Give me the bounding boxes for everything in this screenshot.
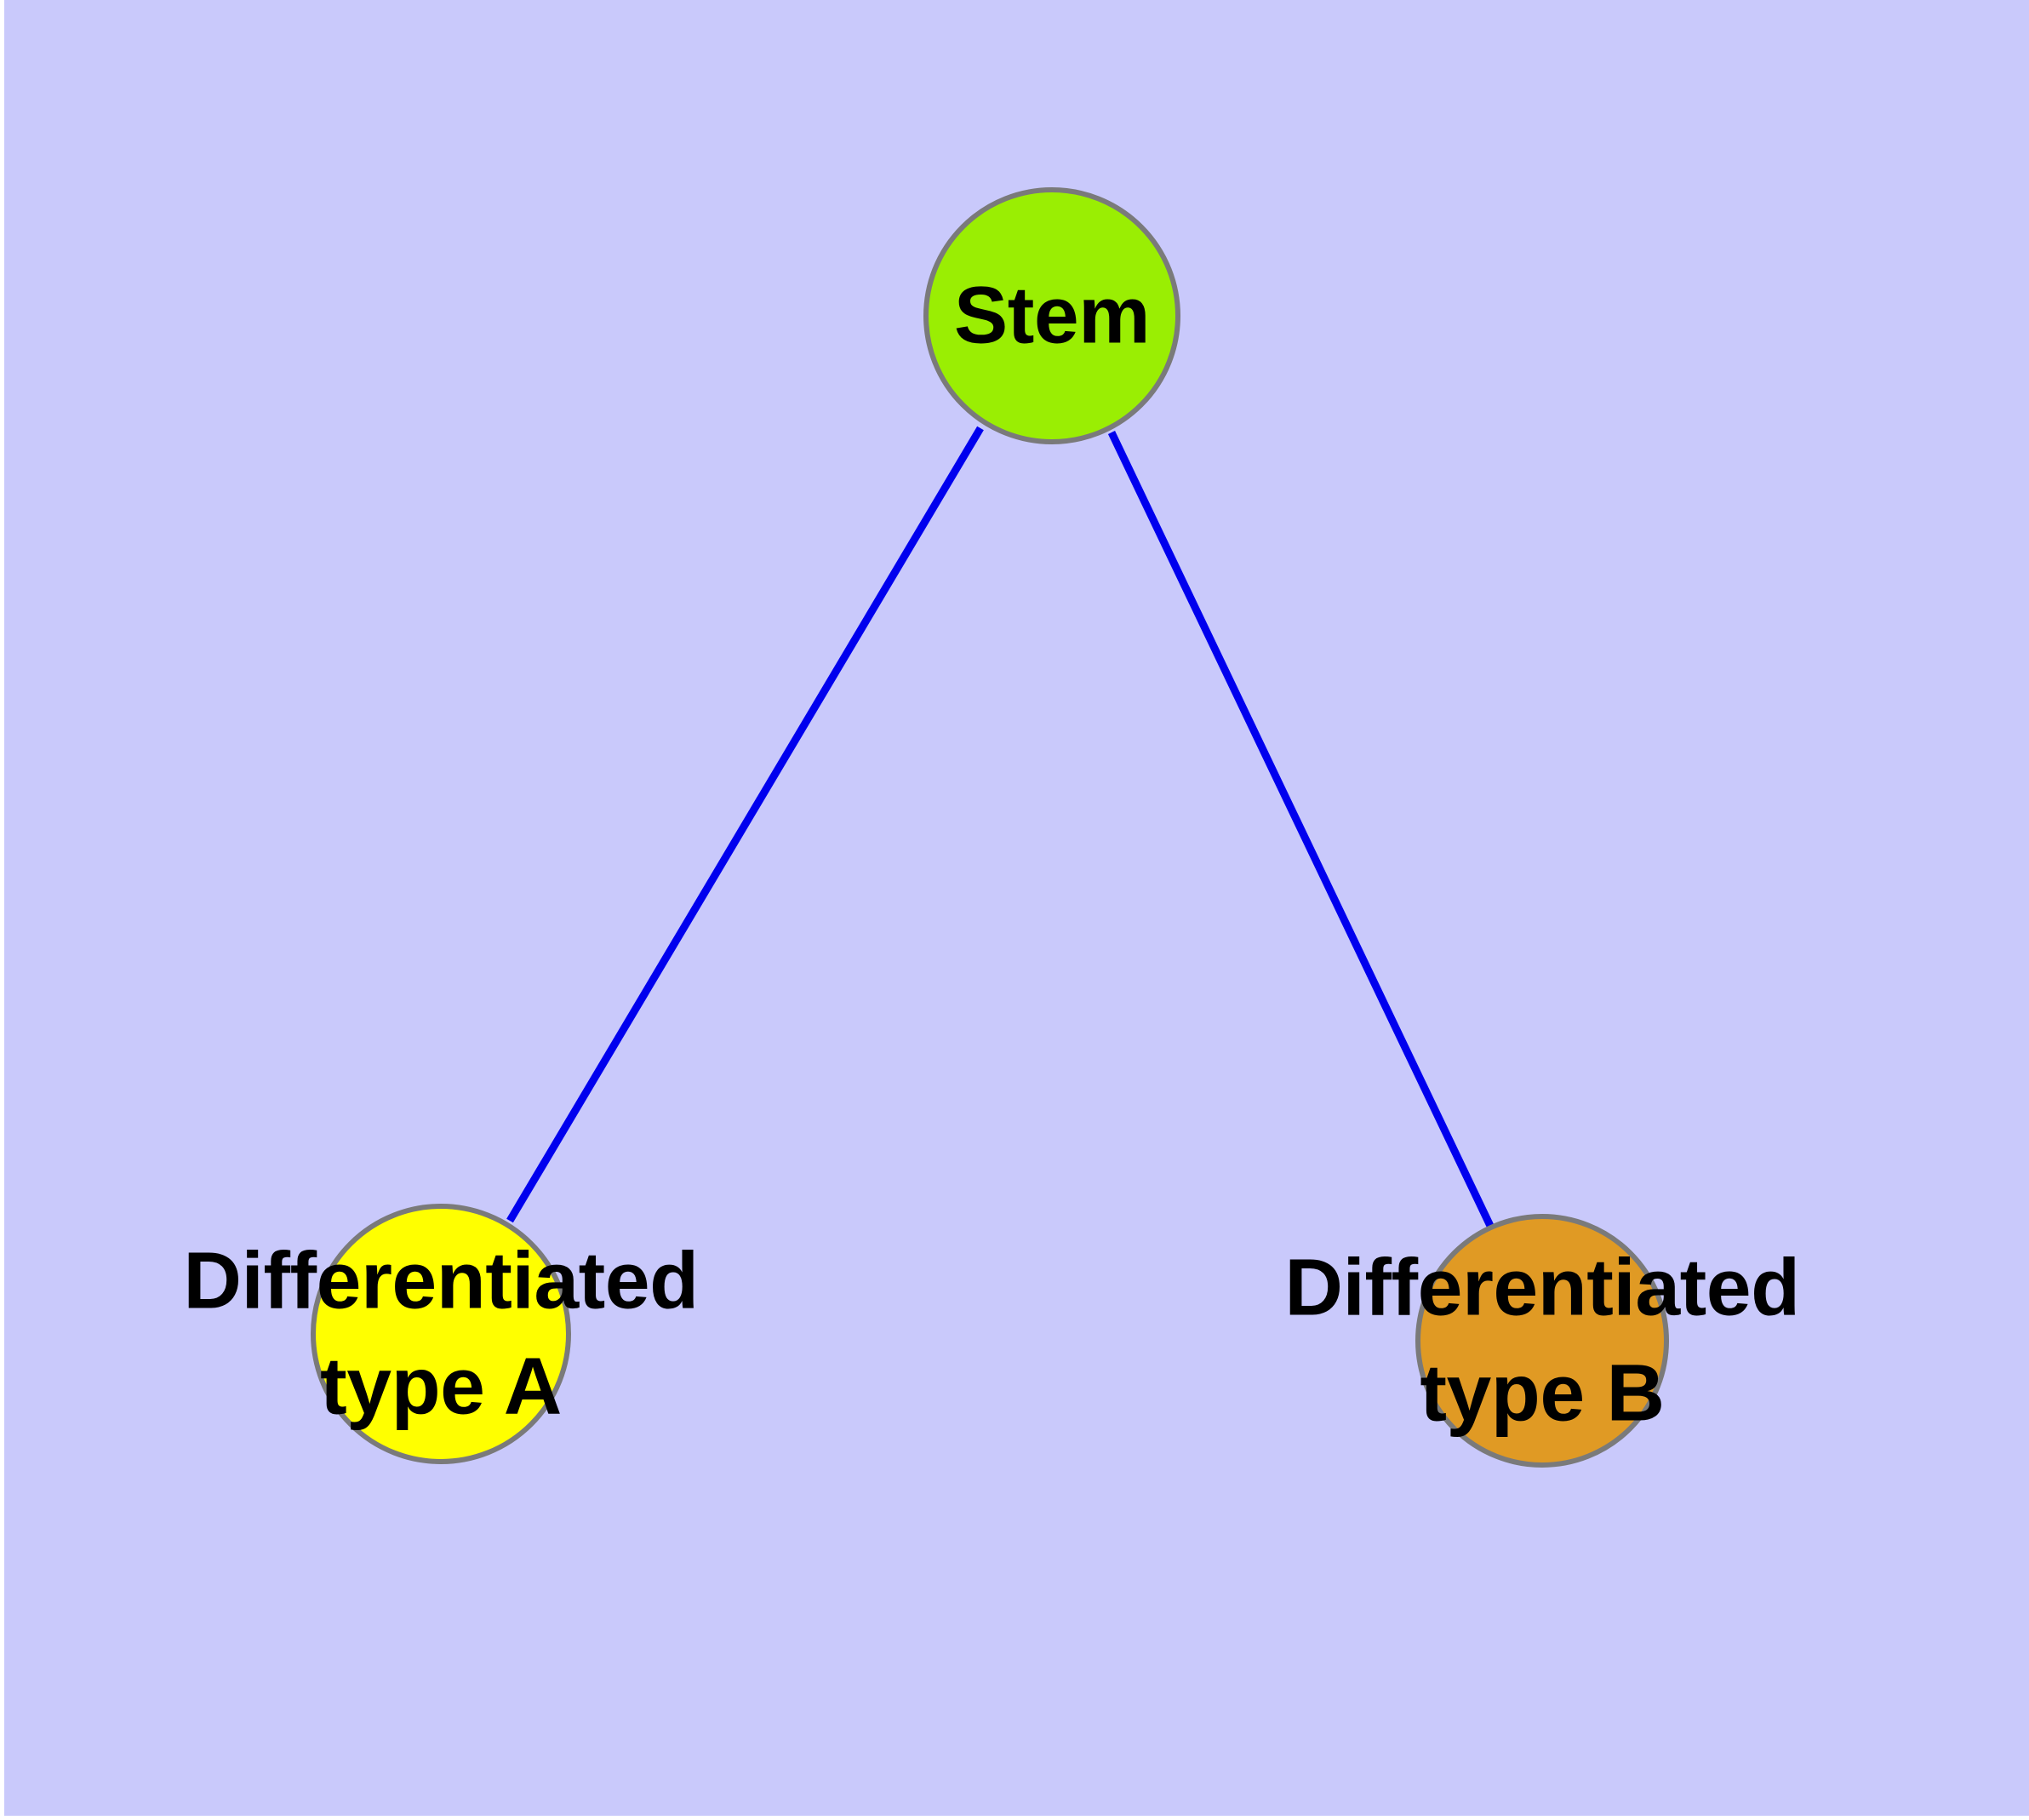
edges-group bbox=[506, 426, 1495, 1228]
graph-node-diff_b[interactable] bbox=[1415, 1214, 1669, 1468]
graph-node-diff_a[interactable] bbox=[311, 1204, 571, 1464]
graph-edge-stem-to-diff-b bbox=[1107, 431, 1495, 1228]
nodes-group bbox=[311, 187, 1669, 1468]
graph-edge-stem-to-diff-a bbox=[506, 426, 984, 1223]
graph-node-stem[interactable] bbox=[923, 187, 1180, 444]
